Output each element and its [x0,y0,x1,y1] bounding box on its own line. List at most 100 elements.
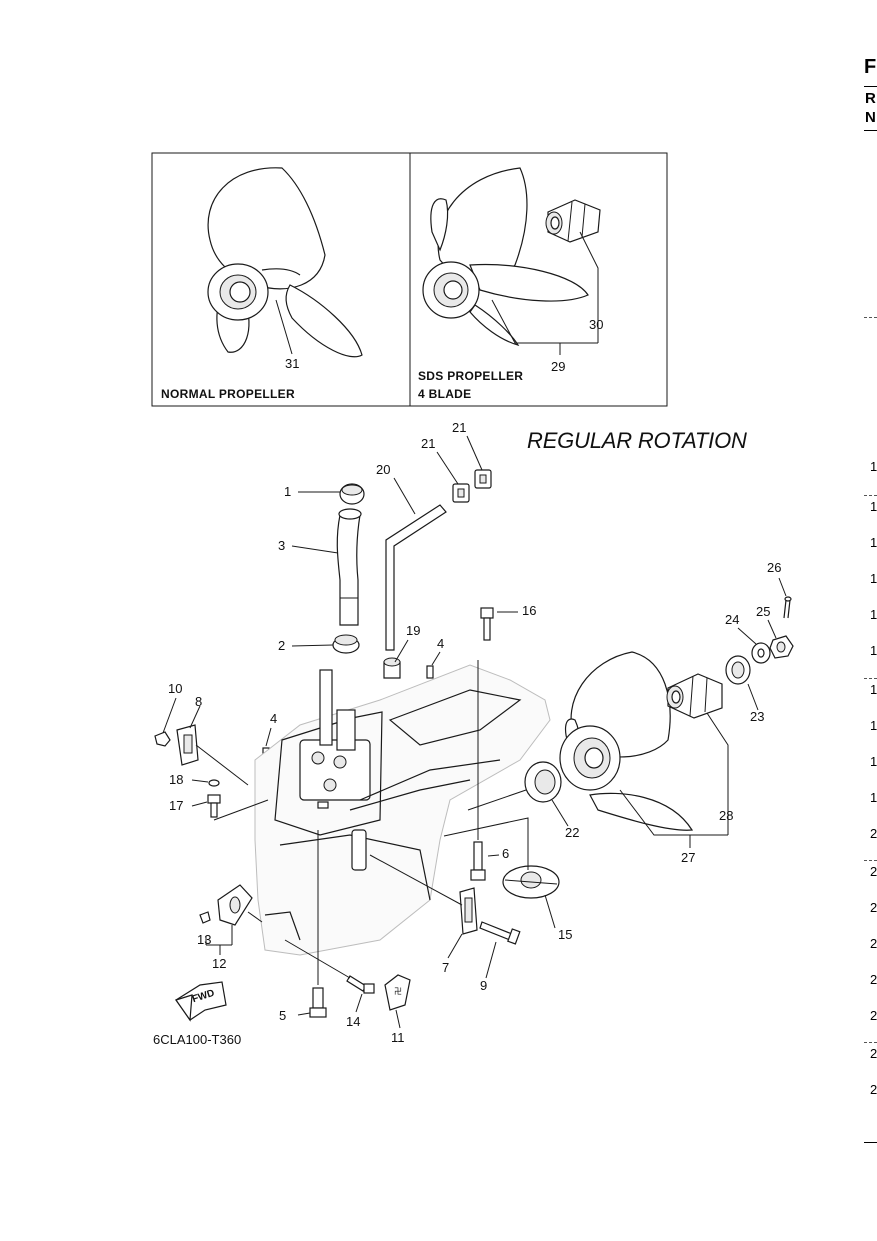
edge-rule [864,86,877,87]
sds-blade-label: 4 BLADE [418,387,472,401]
leader-24 [737,627,757,645]
callout-25: 25 [756,604,771,619]
edge-ref-number: 2 [870,900,877,915]
leaders-12-13 [205,911,263,955]
part-11-trim-tab: 卍 [384,974,411,1011]
callout-5: 5 [279,1008,287,1023]
propeller-inset-frame [151,152,668,407]
part-3-water-tube [336,508,362,626]
part-10-nut [154,731,171,747]
edge-ref-number: 2 [870,936,877,951]
callout-31: 31 [285,356,300,371]
part-21-grommet-a [452,483,470,503]
part-4-dowel-pin-a [426,665,434,679]
leader-14-to-casing [284,939,351,979]
leader-20 [393,477,416,515]
part-24-washer [751,642,771,664]
part-17-screw [207,794,221,818]
edge-ref-number: 1 [870,571,877,586]
leader-15-to-casing [443,817,529,870]
leader-8 [189,705,201,729]
callout-13: 13 [197,932,212,947]
edge-ref-number: 1 [870,535,877,550]
callout-24: 24 [725,612,740,627]
part-12-anode-cover [217,884,253,926]
callout-29: 29 [551,359,566,374]
sds-propeller-illustration [422,167,589,346]
leader-9 [485,941,497,979]
callout-21b: 21 [452,420,467,435]
callout-18: 18 [169,772,184,787]
callout-4b: 4 [270,711,278,726]
leader-25 [767,619,777,639]
leader-19 [394,639,409,663]
normal-propeller-illustration [207,167,363,358]
leader-7-to-casing [369,854,463,906]
sds-hub-kit-illustration [545,199,601,243]
edge-ref-number: 1 [870,499,877,514]
part-19-holder [383,657,401,679]
callout-14: 14 [346,1014,361,1029]
callout-27: 27 [681,850,696,865]
edge-ref-number: 1 [870,754,877,769]
edge-ref-number: 2 [870,1046,877,1061]
forward-direction-arrow [175,981,227,1022]
leader-7 [447,933,463,959]
callout-2: 2 [278,638,286,653]
edge-divider [864,678,877,679]
callout-9: 9 [480,978,488,993]
callout-8: 8 [195,694,203,709]
edge-ref-number: 1 [870,682,877,697]
callout-22: 22 [565,825,580,840]
callout-3: 3 [278,538,286,553]
diagram-title: REGULAR ROTATION [527,428,747,453]
callout-10: 10 [168,681,183,696]
edge-divider [864,495,877,496]
part-7-plate [459,887,478,935]
edge-column-letter-n: N [865,109,876,126]
part-5-bolt [309,987,327,1018]
leader-3 [291,545,339,554]
leader-31 [275,299,293,355]
edge-divider [864,317,877,318]
edge-ref-number: 2 [870,1008,877,1023]
leader-4a [431,651,441,666]
leader-14 [355,993,363,1013]
edge-ref-number: 1 [870,718,877,733]
leader-15 [544,894,556,929]
part-21-grommet-b [474,469,492,489]
edge-rule [864,130,877,131]
leader-23 [747,683,759,711]
edge-ref-number: 1 [870,790,877,805]
part-2-grommet [332,634,360,654]
edge-rule [864,1142,877,1143]
leader-10 [162,697,177,734]
edge-column-letter-r: R [865,90,876,107]
leader-21b [466,435,483,471]
callout-7: 7 [442,960,450,975]
leader-22-to-casing [467,789,527,811]
leader-17 [191,801,208,807]
normal-propeller-label: NORMAL PROPELLER [161,387,295,401]
edge-ref-number: 2 [870,1082,877,1097]
part-15-trim-cover [502,865,560,899]
leader-5 [297,1012,311,1016]
callout-20: 20 [376,462,391,477]
edge-ref-number: 2 [870,972,877,987]
edge-ref-number: 1 [870,459,877,474]
callout-16: 16 [522,603,537,618]
part-13-nut [199,911,211,924]
callout-4a: 4 [437,636,445,651]
drawing-code: 6CLA100-T360 [153,1032,242,1047]
callout-15: 15 [558,927,573,942]
part-1-seal [339,483,365,505]
part-16-bolt [480,607,494,641]
part-8-bracket [176,724,199,766]
leaders-29-30 [491,231,599,355]
callout-28: 28 [719,808,734,823]
sds-propeller-label: SDS PROPELLER [418,369,524,383]
part-23-spacer [725,655,751,685]
edge-divider [864,860,877,861]
